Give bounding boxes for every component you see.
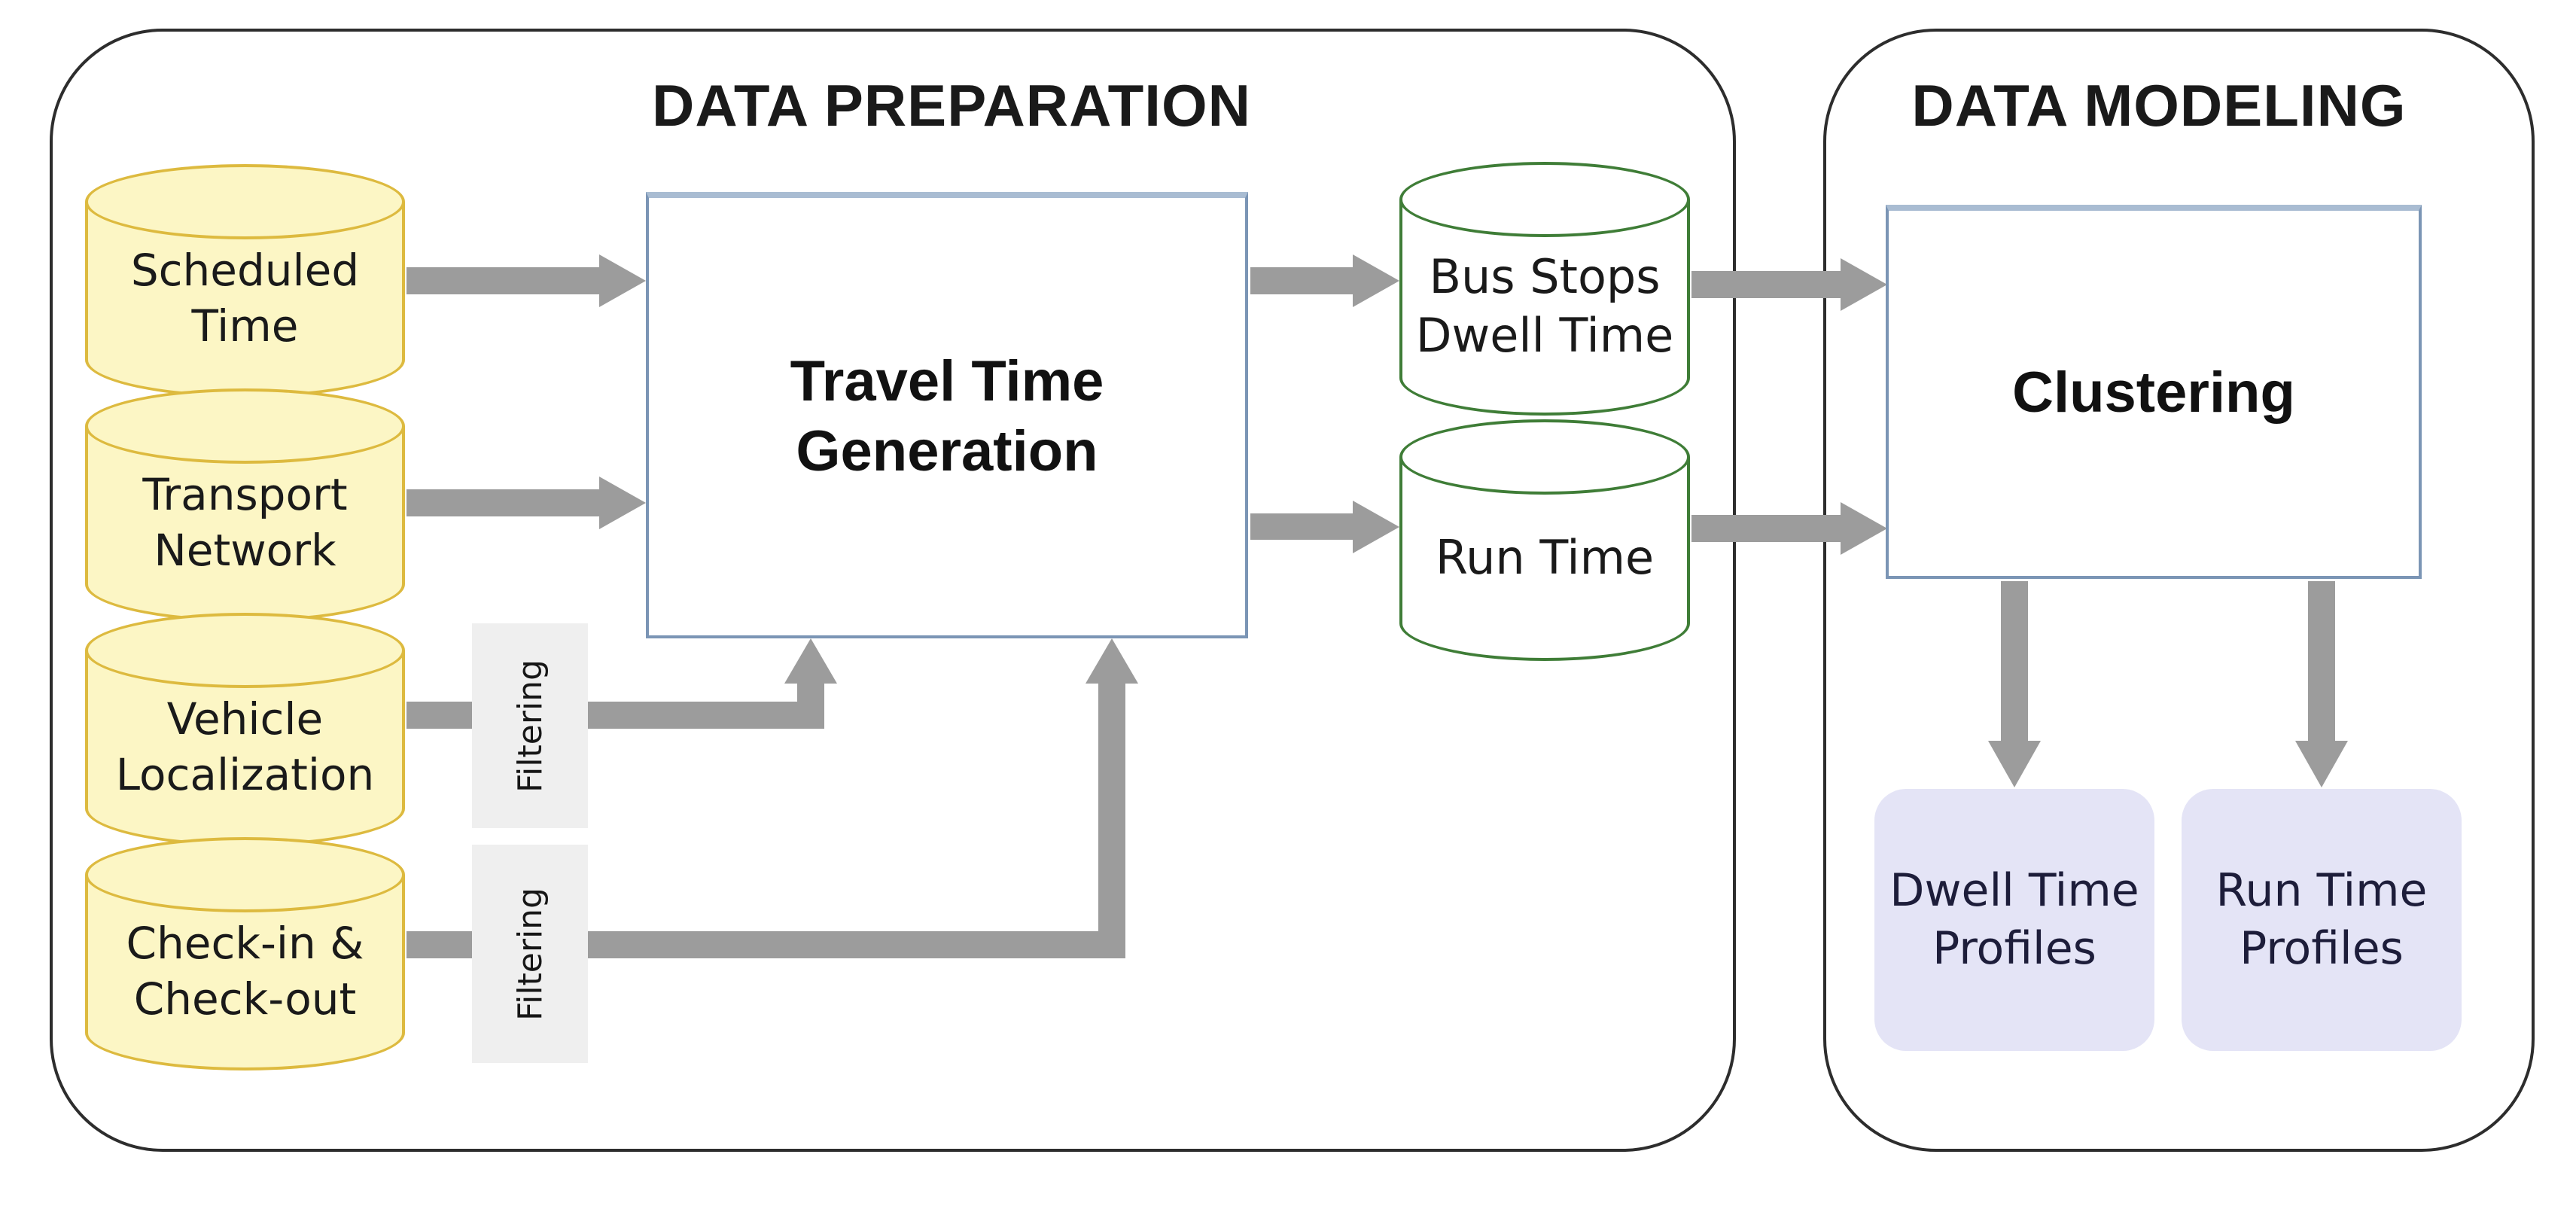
filtering-tag-checkin-checkout: Filtering (472, 845, 588, 1063)
arrow-scheduled-time-to-travel-time (406, 254, 646, 307)
arrow-vehicle-localization-to-travel-time (406, 638, 837, 729)
process-travel-time-generation: Travel Time Generation (646, 192, 1248, 638)
arrow-transport-network-to-travel-time (406, 477, 646, 529)
db-vehicle-localization: Vehicle Localization (85, 613, 405, 846)
section-title-data-modeling: DATA MODELING (1911, 72, 2407, 139)
result-dwell-time-profiles: Dwell Time Profiles (1874, 789, 2154, 1051)
db-vehicle-localization-label: Vehicle Localization (115, 693, 375, 800)
db-run-time: Run Time (1399, 419, 1690, 661)
arrow-clustering-to-dwell-time-profiles (1988, 581, 2041, 787)
filtering-tag-label: Filtering (510, 659, 550, 793)
arrow-run-time-to-clustering (1691, 502, 1887, 555)
result-run-time-profiles: Run Time Profiles (2182, 789, 2462, 1051)
db-bus-stops-dwell-time: Bus Stops Dwell Time (1399, 162, 1690, 416)
arrow-bus-stops-dwell-time-to-clustering (1691, 258, 1887, 311)
arrow-travel-time-to-run-time (1250, 501, 1399, 553)
process-travel-time-generation-label: Travel Time Generation (790, 349, 1104, 483)
db-checkin-checkout: Check-in & Check-out (85, 837, 405, 1070)
arrow-travel-time-to-bus-stops-dwell-time (1250, 254, 1399, 307)
db-checkin-checkout-label: Check-in & Check-out (126, 917, 364, 1025)
filtering-tag-label: Filtering (510, 887, 550, 1021)
db-transport-network: Transport Network (85, 388, 405, 622)
arrow-clustering-to-run-time-profiles (2295, 581, 2348, 787)
db-run-time-label: Run Time (1435, 529, 1655, 585)
result-dwell-time-profiles-label: Dwell Time Profiles (1889, 864, 2139, 975)
db-scheduled-time: Scheduled Time (85, 164, 405, 397)
section-title-data-preparation: DATA PREPARATION (652, 72, 1251, 139)
process-clustering: Clustering (1886, 205, 2422, 579)
db-bus-stops-dwell-time-label: Bus Stops Dwell Time (1415, 249, 1674, 363)
db-scheduled-time-label: Scheduled Time (130, 244, 360, 352)
db-transport-network-label: Transport Network (142, 468, 348, 576)
filtering-tag-vehicle-localization: Filtering (472, 623, 588, 828)
process-clustering-label: Clustering (2012, 361, 2295, 425)
result-run-time-profiles-label: Run Time Profiles (2215, 864, 2428, 975)
